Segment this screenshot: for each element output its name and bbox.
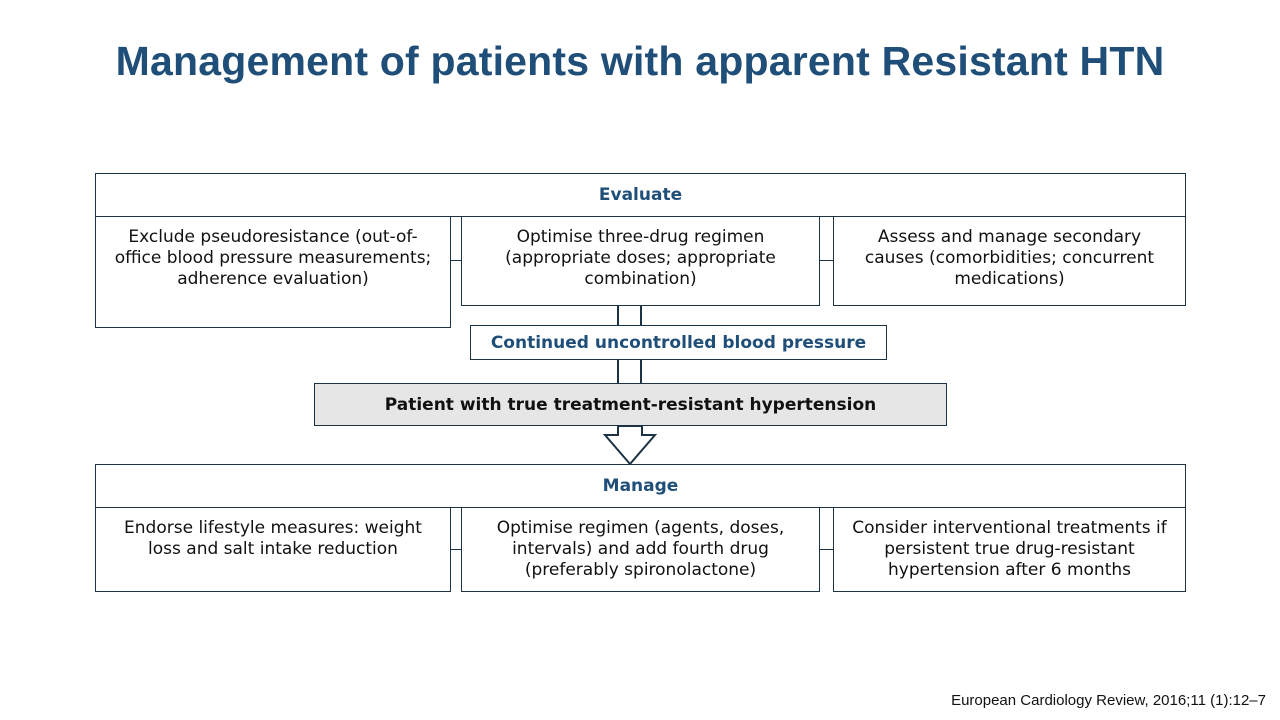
flow-line-right-1: [640, 306, 642, 326]
page-title: Management of patients with apparent Res…: [115, 38, 1165, 84]
citation: European Cardiology Review, 2016;11 (1):…: [951, 692, 1266, 709]
secondary-causes-box: Assess and manage secondary causes (como…: [833, 216, 1186, 306]
true-resistant-patient-box: Patient with true treatment-resistant hy…: [314, 383, 947, 426]
down-arrow-icon: [602, 425, 658, 466]
flow-line-left-2: [617, 360, 619, 384]
manage-header: Manage: [95, 464, 1186, 508]
flow-line-right-2: [640, 360, 642, 384]
evaluate-header: Evaluate: [95, 173, 1186, 217]
flow-line-left-1: [617, 306, 619, 326]
optimise-regimen-box: Optimise regimen (agents, doses, interva…: [461, 507, 820, 592]
continued-uncontrolled-box: Continued uncontrolled blood pressure: [470, 325, 887, 360]
evaluate-connector-right: [820, 260, 833, 261]
evaluate-connector-left: [451, 260, 461, 261]
interventional-treatments-box: Consider interventional treatments if pe…: [833, 507, 1186, 592]
manage-connector-left: [451, 549, 461, 550]
optimise-three-drug-box: Optimise three-drug regimen (appropriate…: [461, 216, 820, 306]
lifestyle-measures-box: Endorse lifestyle measures: weight loss …: [95, 507, 451, 592]
exclude-pseudoresistance-box: Exclude pseudoresistance (out-of-office …: [95, 216, 451, 328]
manage-connector-right: [820, 549, 833, 550]
